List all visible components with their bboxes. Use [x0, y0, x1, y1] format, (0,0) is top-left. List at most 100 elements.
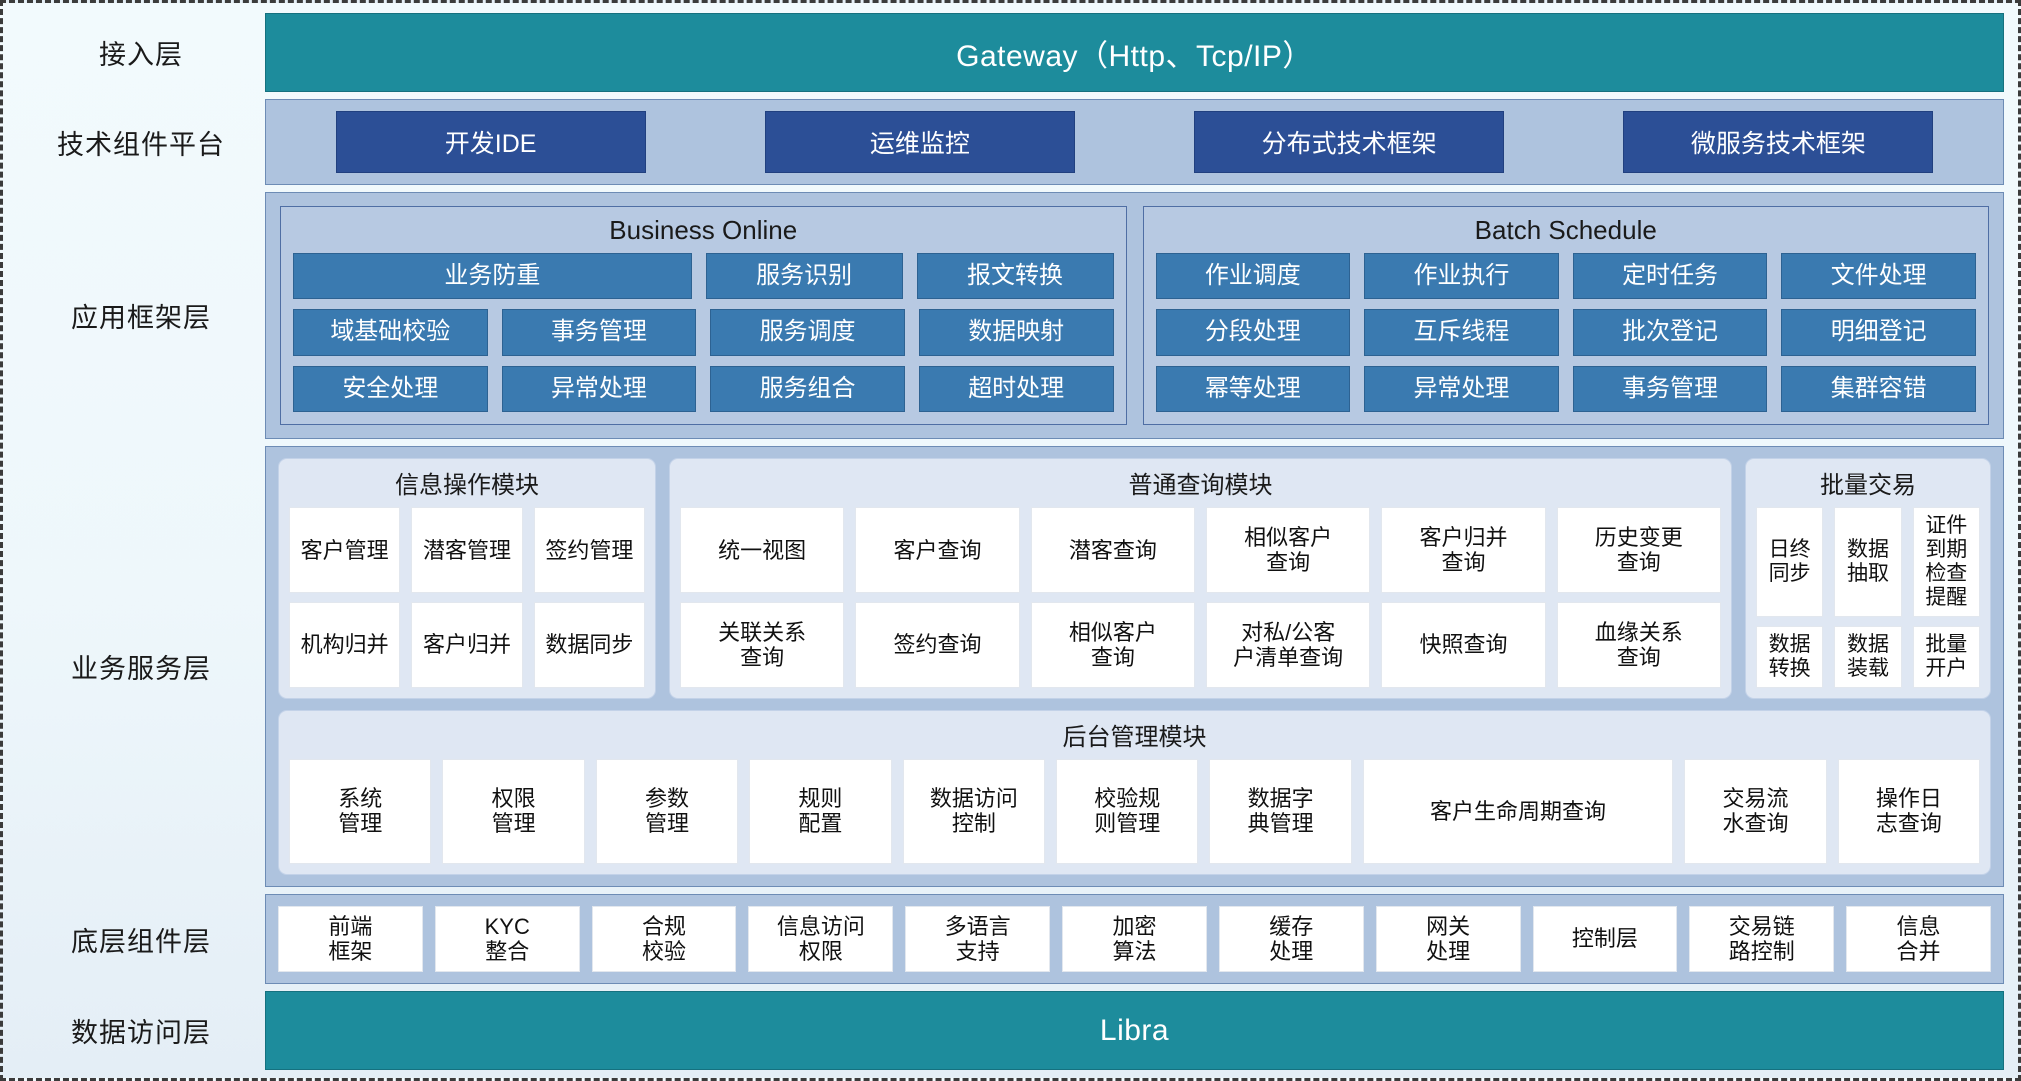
component-cell[interactable]: 合规 校验	[591, 906, 737, 972]
af-row: 分段处理 互斥线程 批次登记 明细登记	[1155, 309, 1976, 356]
af-chip[interactable]: 安全处理	[293, 365, 488, 413]
af-chip[interactable]: 作业执行	[1364, 253, 1559, 300]
af-chip[interactable]: 作业调度	[1155, 253, 1351, 300]
af-chip[interactable]: 业务防重	[293, 253, 692, 300]
service-cell[interactable]: 机构归并	[289, 601, 401, 688]
service-cell[interactable]: 对私/公客 户清单查询	[1205, 601, 1371, 688]
af-chip[interactable]: 分段处理	[1155, 309, 1351, 356]
component-cell[interactable]: 前端 框架	[278, 906, 423, 972]
service-cell[interactable]: 历史变更 查询	[1556, 507, 1721, 593]
component-cell[interactable]: 信息 合并	[1846, 906, 1991, 972]
admin-cell[interactable]: 权限 管理	[442, 758, 585, 864]
admin-cell[interactable]: 客户生命周期查询	[1362, 758, 1674, 864]
tech-item-dev-ide[interactable]: 开发IDE	[335, 111, 646, 173]
admin-cell[interactable]: 规则 配置	[749, 758, 892, 864]
service-cell[interactable]: 客户管理	[289, 507, 401, 593]
module-title-info-operations: 信息操作模块	[395, 472, 539, 500]
module-row: 系统 管理 权限 管理 参数 管理 规则 配置 数据访问 控制 校验规 则管理 …	[289, 758, 1981, 864]
layer-label-tech-platform: 技术组件平台	[57, 129, 225, 160]
admin-cell[interactable]: 数据字 典管理	[1209, 758, 1352, 864]
module-row: 数据 转换 数据 装载 批量 开户	[1756, 625, 1980, 688]
af-chip[interactable]: 异常处理	[501, 365, 697, 413]
module-title-common-query: 普通查询模块	[1128, 472, 1273, 500]
service-cell[interactable]: 数据 装载	[1834, 625, 1902, 688]
af-chip[interactable]: 幂等处理	[1155, 365, 1351, 413]
component-cell[interactable]: 多语言 支持	[905, 906, 1051, 972]
service-cell[interactable]: 客户归并 查询	[1381, 507, 1546, 593]
tech-item-ops-monitor[interactable]: 运维监控	[764, 111, 1075, 173]
service-cell[interactable]: 客户查询	[855, 507, 1020, 593]
af-row: 幂等处理 异常处理 事务管理 集群容错	[1155, 365, 1976, 413]
module-row: 客户管理 潜客管理 签约管理	[289, 507, 645, 593]
tech-item-microservice-framework[interactable]: 微服务技术框架	[1623, 111, 1934, 173]
component-cell[interactable]: 信息访问 权限	[748, 906, 894, 972]
component-cell[interactable]: 加密 算法	[1062, 906, 1207, 972]
module-batch-transaction: 批量交易 日终 同步 数据 抽取 证件到期 检查提醒 数据 转换 数据 装载	[1745, 458, 1991, 699]
af-chip[interactable]: 超时处理	[918, 365, 1114, 413]
admin-cell[interactable]: 参数 管理	[595, 758, 739, 864]
layer-body-bottom-components: 前端 框架 KYC 整合 合规 校验 信息访问 权限 多语言 支持 加密 算法 …	[265, 894, 2004, 984]
service-cell[interactable]: 客户归并	[411, 601, 523, 688]
component-cell[interactable]: 网关 处理	[1375, 906, 1521, 972]
service-cell[interactable]: 数据 抽取	[1834, 507, 1902, 617]
af-chip[interactable]: 文件处理	[1781, 253, 1976, 300]
af-chip[interactable]: 明细登记	[1781, 309, 1976, 356]
layer-row-business-service: 业务服务层 信息操作模块 客户管理 潜客管理 签约管理	[17, 446, 2004, 887]
component-cell[interactable]: 缓存 处理	[1218, 906, 1364, 972]
af-row: 作业调度 作业执行 定时任务 文件处理	[1155, 253, 1976, 300]
layer-body-app-framework: Business Online 业务防重 服务识别 报文转换 域基础校验 事务管…	[265, 192, 2004, 440]
layer-body-data-access: Libra	[265, 991, 2004, 1070]
af-chip[interactable]: 定时任务	[1572, 253, 1768, 300]
af-chip[interactable]: 服务组合	[710, 365, 905, 413]
service-cell[interactable]: 证件到期 检查提醒	[1912, 507, 1980, 617]
component-cell[interactable]: KYC 整合	[434, 906, 580, 972]
admin-cell[interactable]: 操作日 志查询	[1837, 758, 1981, 864]
module-grid-batch-transaction: 日终 同步 数据 抽取 证件到期 检查提醒 数据 转换 数据 装载 批量 开户	[1756, 507, 1980, 688]
af-chip[interactable]: 异常处理	[1364, 365, 1559, 413]
component-cell[interactable]: 控制层	[1532, 906, 1678, 972]
af-chip[interactable]: 数据映射	[918, 309, 1114, 356]
admin-cell[interactable]: 交易流 水查询	[1684, 758, 1827, 864]
layer-label-business-service: 业务服务层	[71, 654, 211, 685]
admin-cell[interactable]: 数据访问 控制	[902, 758, 1046, 864]
layer-body-business-service: 信息操作模块 客户管理 潜客管理 签约管理 机构归并 客户归并	[265, 446, 2004, 887]
af-chip[interactable]: 服务识别	[705, 253, 903, 300]
af-chip[interactable]: 事务管理	[501, 309, 697, 356]
af-chip[interactable]: 集群容错	[1781, 365, 1976, 413]
service-cell[interactable]: 批量 开户	[1912, 625, 1980, 688]
tech-item-distributed-framework[interactable]: 分布式技术框架	[1194, 111, 1505, 173]
service-cell[interactable]: 数据同步	[533, 601, 645, 688]
service-cell[interactable]: 数据 转换	[1756, 625, 1824, 688]
af-chip[interactable]: 互斥线程	[1364, 309, 1559, 356]
af-chip[interactable]: 批次登记	[1572, 309, 1768, 356]
layer-label-data-access: 数据访问层	[71, 1018, 211, 1048]
af-chip[interactable]: 域基础校验	[293, 309, 488, 356]
service-cell[interactable]: 潜客管理	[411, 507, 523, 593]
component-cell[interactable]: 交易链 路控制	[1689, 906, 1835, 972]
group-grid-business-online: 业务防重 服务识别 报文转换 域基础校验 事务管理 服务调度 数据映射	[293, 253, 1114, 413]
group-batch-schedule: Batch Schedule 作业调度 作业执行 定时任务 文件处理 分段处理 …	[1142, 206, 1989, 426]
admin-cell[interactable]: 系统 管理	[289, 758, 432, 864]
af-chip[interactable]: 事务管理	[1572, 365, 1768, 413]
service-cell[interactable]: 血缘关系 查询	[1556, 601, 1721, 688]
service-cell[interactable]: 快照查询	[1381, 601, 1546, 688]
service-cell[interactable]: 潜客查询	[1030, 507, 1195, 593]
gateway-bar[interactable]: Gateway（Http、Tcp/IP）	[265, 13, 2004, 92]
service-cell[interactable]: 关联关系 查询	[680, 601, 845, 688]
service-cell[interactable]: 统一视图	[680, 507, 845, 593]
admin-cell[interactable]: 校验规 则管理	[1056, 758, 1199, 864]
af-chip[interactable]: 服务调度	[710, 309, 905, 356]
service-cell[interactable]: 相似客户 查询	[1030, 601, 1195, 688]
service-cell[interactable]: 签约查询	[855, 601, 1020, 688]
module-grid-admin-management: 系统 管理 权限 管理 参数 管理 规则 配置 数据访问 控制 校验规 则管理 …	[289, 758, 1981, 864]
service-cell[interactable]: 签约管理	[533, 507, 645, 593]
module-title-admin-management: 后台管理模块	[1062, 723, 1207, 751]
libra-bar[interactable]: Libra	[265, 991, 2004, 1070]
layer-row-app-framework: 应用框架层 Business Online 业务防重 服务识别 报文转换 域	[17, 192, 2004, 440]
service-cell[interactable]: 日终 同步	[1756, 507, 1824, 617]
module-grid-common-query: 统一视图 客户查询 潜客查询 相似客户 查询 客户归并 查询 历史变更 查询 关…	[680, 507, 1721, 688]
af-chip[interactable]: 报文转换	[916, 253, 1114, 300]
service-cell[interactable]: 相似客户 查询	[1205, 507, 1371, 593]
layer-label-app-framework: 应用框架层	[71, 303, 211, 334]
